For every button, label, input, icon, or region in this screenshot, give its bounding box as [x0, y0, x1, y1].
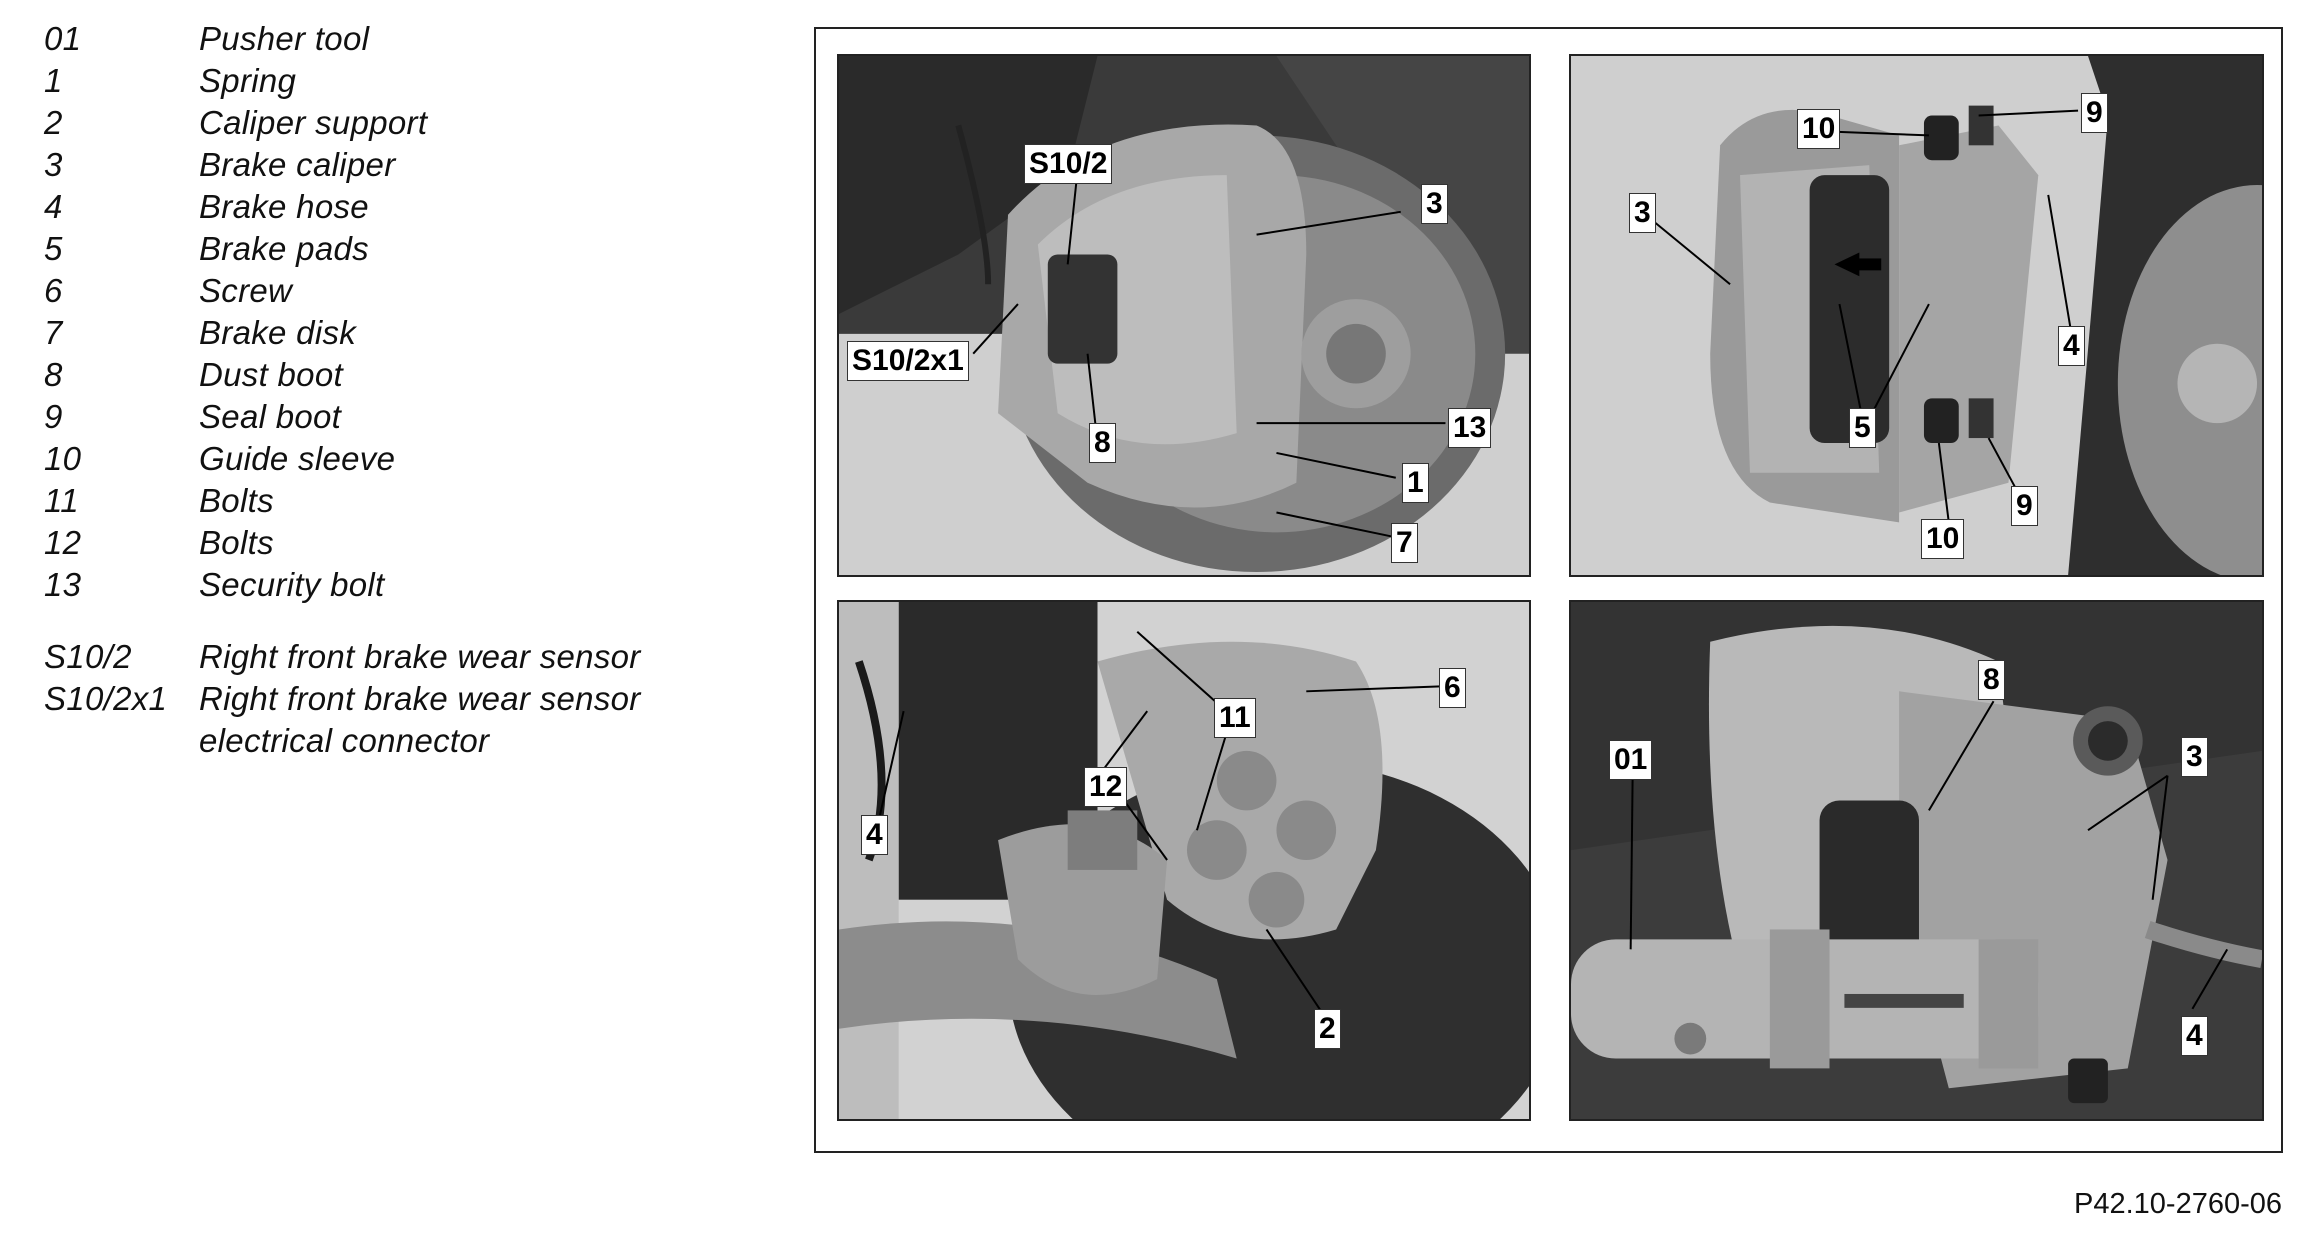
legend-text: Security bolt: [199, 566, 385, 603]
legend-item: 3 Brake caliper: [44, 144, 784, 186]
legend-text: Guide sleeve: [199, 440, 396, 477]
figure-reference: P42.10-2760-06: [2074, 1188, 2282, 1220]
panel-bottom-right: 8 01 3 4: [1569, 600, 2264, 1121]
legend-code: 11: [44, 482, 79, 519]
callout-8: 8: [1089, 423, 1116, 463]
sensor-text: Right front brake wear sensor electrical…: [199, 680, 641, 759]
legend-text: Spring: [199, 62, 297, 99]
photo-pusher-tool: [1571, 602, 2262, 1119]
legend-code: 3: [44, 146, 63, 183]
legend-code: 1: [44, 62, 63, 99]
callout-4: 4: [2058, 326, 2085, 366]
legend-text: Seal boot: [199, 398, 342, 435]
legend-code: 8: [44, 356, 63, 393]
legend-item: 9 Seal boot: [44, 396, 784, 438]
legend-item: 7 Brake disk: [44, 312, 784, 354]
legend-item: 11 Bolts: [44, 480, 784, 522]
legend-code: 7: [44, 314, 63, 351]
panel-top-left: S10/2 3 S10/2x1 8 13 1 7: [837, 54, 1531, 577]
legend-code: 5: [44, 230, 63, 267]
callout-s10-2x1: S10/2x1: [847, 341, 969, 381]
legend-code: 01: [44, 20, 82, 57]
sensor-item: S10/2x1 Right front brake wear sensor ele…: [44, 678, 784, 762]
sensor-code: S10/2x1: [44, 680, 168, 717]
legend-item: 1 Spring: [44, 60, 784, 102]
legend-code: 4: [44, 188, 63, 225]
callout-10: 10: [1797, 109, 1841, 149]
callout-4: 4: [2181, 1016, 2208, 1056]
legend-text: Bolts: [199, 524, 274, 561]
figure-frame: S10/2 3 S10/2x1 8 13 1 7: [814, 27, 2283, 1153]
photo-caliper-mounted: [839, 56, 1529, 575]
legend-item: 4 Brake hose: [44, 186, 784, 228]
legend-text: Dust boot: [199, 356, 343, 393]
legend-item: 6 Screw: [44, 270, 784, 312]
sensor-text: Right front brake wear sensor: [199, 638, 641, 675]
legend: 01 Pusher tool 1 Spring 2 Caliper support 3…: [44, 18, 784, 762]
callout-01: 01: [1609, 740, 1653, 780]
legend-code: 12: [44, 524, 82, 561]
legend-spacer: [44, 606, 784, 636]
legend-item: 8 Dust boot: [44, 354, 784, 396]
legend-text: Caliper support: [199, 104, 428, 141]
legend-code: 10: [44, 440, 82, 477]
legend-item: 2 Caliper support: [44, 102, 784, 144]
panel-top-right: 10 9 3 4 5 10 9: [1569, 54, 2264, 577]
legend-text: Pusher tool: [199, 20, 370, 57]
photo-caliper-pads: [1571, 56, 2262, 575]
callout-13: 13: [1448, 408, 1492, 448]
callout-3: 3: [1629, 193, 1656, 233]
callout-11: 11: [1214, 698, 1256, 738]
callout-4: 4: [861, 815, 888, 855]
panel-bottom-left: 6 11 12 4 2: [837, 600, 1531, 1121]
legend-code: 2: [44, 104, 63, 141]
callout-5: 5: [1849, 408, 1876, 448]
legend-text: Brake pads: [199, 230, 369, 267]
legend-item: 12 Bolts: [44, 522, 784, 564]
legend-text: Brake hose: [199, 188, 369, 225]
callout-9: 9: [2081, 93, 2108, 133]
legend-text: Brake disk: [199, 314, 357, 351]
callout-9: 9: [2011, 486, 2038, 526]
callout-3: 3: [1421, 184, 1448, 224]
callout-8: 8: [1978, 660, 2005, 700]
callout-3: 3: [2181, 737, 2208, 777]
legend-text: Screw: [199, 272, 293, 309]
photo-caliper-bolts: [839, 602, 1529, 1119]
sensor-item: S10/2 Right front brake wear sensor: [44, 636, 784, 678]
legend-code: 6: [44, 272, 63, 309]
legend-text: Brake caliper: [199, 146, 396, 183]
callout-7: 7: [1391, 523, 1418, 563]
legend-code: 9: [44, 398, 63, 435]
callout-1: 1: [1402, 463, 1429, 503]
callout-2: 2: [1314, 1009, 1341, 1049]
legend-item: 5 Brake pads: [44, 228, 784, 270]
legend-item: 01 Pusher tool: [44, 18, 784, 60]
callout-12: 12: [1084, 767, 1128, 807]
legend-code: 13: [44, 566, 82, 603]
callout-s10-2: S10/2: [1024, 144, 1113, 184]
legend-text: Bolts: [199, 482, 274, 519]
callout-10: 10: [1921, 519, 1965, 559]
callout-6: 6: [1439, 668, 1466, 708]
legend-item: 13 Security bolt: [44, 564, 784, 606]
sensor-code: S10/2: [44, 638, 132, 675]
legend-item: 10 Guide sleeve: [44, 438, 784, 480]
